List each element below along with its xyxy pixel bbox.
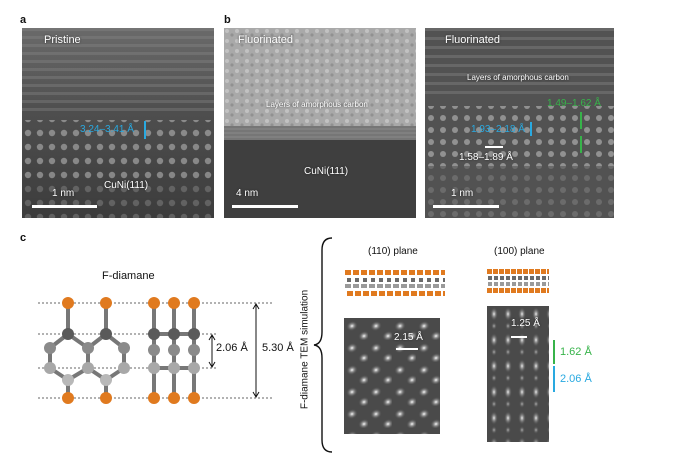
fluorinated-wide-title: Fluorinated xyxy=(238,34,294,46)
fluorinated-wide-amorphous: Layers of amorphous carbon xyxy=(266,100,368,109)
fluorinated-zoom-title: Fluorinated xyxy=(445,34,501,46)
green-arrow-upper xyxy=(580,112,582,129)
tem-image-pristine: Pristine 3.24–3.41 Å CuNi(111) 1 nm xyxy=(22,28,214,218)
pristine-measure: 3.24–3.41 Å xyxy=(80,124,134,135)
fdiamane-title: F-diamane xyxy=(102,270,155,282)
panel-letter-b: b xyxy=(224,14,231,26)
sim-100-green-label: 1.62 Å xyxy=(560,346,592,358)
pristine-substrate: CuNi(111) xyxy=(104,180,149,191)
fluorinated-zoom-amorphous: Layers of amorphous carbon xyxy=(467,73,569,82)
plane-100-model xyxy=(487,266,549,296)
sim-110-arrow xyxy=(396,348,418,350)
tem-image-fluorinated-wide: Fluorinated Layers of amorphous carbon C… xyxy=(224,28,416,218)
fluorinated-zoom-measure-white: 1.58–1.89 Å xyxy=(459,152,513,163)
sim-100-image: 1.25 Å xyxy=(487,306,549,442)
sim-vertical-label: F-diamane TEM simulation xyxy=(299,289,311,410)
plane-110-model xyxy=(345,266,445,302)
sim-100-blue-label: 2.06 Å xyxy=(560,373,592,385)
pristine-scalebar xyxy=(32,205,97,208)
white-arrow xyxy=(485,146,503,148)
fluorinated-zoom-scalebar-label: 1 nm xyxy=(451,188,474,199)
pristine-title: Pristine xyxy=(44,34,81,46)
sim-110-measure: 2.15 Å xyxy=(394,332,423,343)
sim-100-green-arrow xyxy=(553,340,555,364)
panel-letter-a: a xyxy=(20,14,27,26)
fluorinated-zoom-scalebar xyxy=(433,205,499,208)
blue-arrow xyxy=(530,122,532,136)
tem-image-fluorinated-zoom: Fluorinated Layers of amorphous carbon 1… xyxy=(425,28,614,218)
fluorinated-wide-substrate: CuNi(111) xyxy=(304,166,349,177)
dim-outer-label: 5.30 Å xyxy=(262,342,294,354)
fluorinated-wide-scalebar xyxy=(232,205,298,208)
sim-110-image: 2.15 Å xyxy=(344,318,440,434)
dim-inner-label: 2.06 Å xyxy=(216,342,248,354)
fdiamane-structure-model xyxy=(38,297,273,404)
tem-pristine-texture xyxy=(22,28,214,218)
pristine-scalebar-label: 1 nm xyxy=(52,188,75,199)
fluorinated-wide-scalebar-label: 4 nm xyxy=(236,188,259,199)
tem-fluorinated-zoom-texture xyxy=(425,28,614,218)
green-arrow-lower xyxy=(580,136,582,153)
panel-letter-c: c xyxy=(20,232,27,244)
plane-110-title: (110) plane xyxy=(368,246,418,257)
sim-100-arrow xyxy=(511,336,527,338)
pristine-measure-arrow xyxy=(144,121,146,139)
plane-100-title: (100) plane xyxy=(494,246,545,257)
tem-fluorinated-wide-texture xyxy=(224,28,416,218)
fluorinated-zoom-measure-blue: 1.93–2.18 Å xyxy=(471,124,525,135)
curly-brace xyxy=(313,237,333,453)
fluorinated-zoom-measure-green: 1.49–1.62 Å xyxy=(547,98,601,109)
sim-100-blue-arrow xyxy=(553,366,555,392)
sim-100-measure: 1.25 Å xyxy=(511,318,540,329)
